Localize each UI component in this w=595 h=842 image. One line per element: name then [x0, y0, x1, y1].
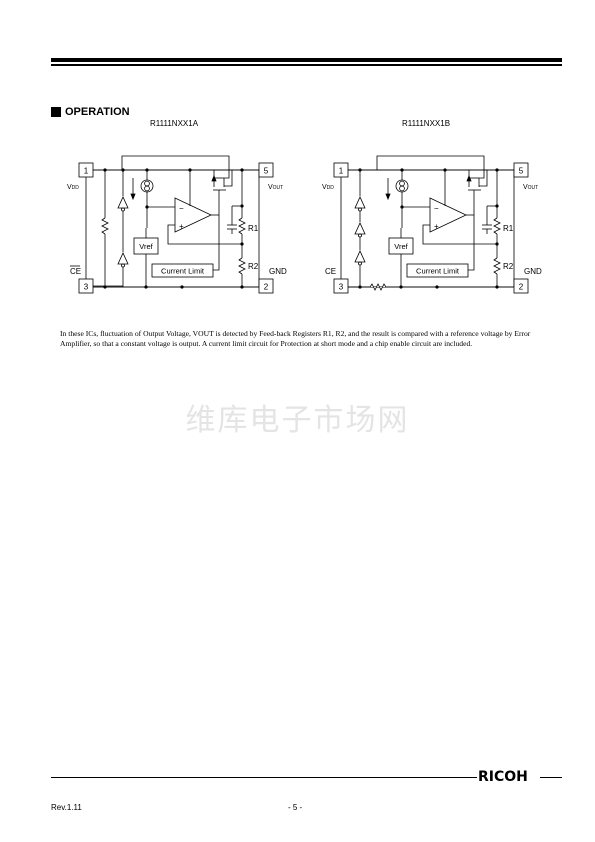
vdd-label: VDD [322, 184, 334, 191]
inverter-2 [354, 222, 366, 235]
junction-dots [358, 168, 499, 289]
pin-1-label: 1 [84, 167, 89, 176]
pin-5: 5 [513, 162, 529, 178]
down-arrow-icon [385, 193, 391, 201]
resistor-r1 [493, 217, 501, 235]
section-heading-text: OPERATION [65, 106, 130, 118]
footer-rule [51, 777, 477, 778]
vout-label: VOUT [268, 184, 283, 191]
resistor-r1 [238, 217, 246, 235]
header-rule-thin [51, 64, 562, 66]
r2-label: R2 [503, 262, 514, 271]
vref-label: Vref [394, 242, 408, 251]
junction-dots [103, 168, 244, 289]
ce-label: CE [70, 267, 81, 276]
error-amplifier [174, 197, 212, 233]
resistor-r2 [493, 257, 501, 275]
error-amplifier [429, 197, 467, 233]
ricoh-logo: RICOH [478, 769, 528, 785]
inverter-1 [117, 196, 129, 209]
pin-5: 5 [258, 162, 274, 178]
transistor-arrow-icon [466, 174, 472, 182]
current-limit-label: Current Limit [416, 267, 460, 276]
current-limit-label: Current Limit [161, 267, 205, 276]
bullet-square-icon [51, 107, 61, 117]
pin-5-label: 5 [519, 167, 524, 176]
transistor-arrow-icon [211, 174, 217, 182]
pin-3-label: 3 [339, 283, 344, 292]
pin-1: 1 [333, 162, 349, 178]
r1-label: R1 [248, 224, 259, 233]
diagram-b-title: R1111NXX1B [402, 119, 451, 128]
current-limit-box [151, 263, 214, 278]
pulldown-resistor [101, 217, 109, 235]
section-heading: OPERATION [51, 106, 130, 118]
pin-1-label: 1 [339, 167, 344, 176]
inverter-3 [354, 250, 366, 263]
amp-minus: − [179, 204, 184, 213]
diagram-a-title: R1111NXX1A [150, 119, 199, 128]
footer-rule-right [540, 777, 562, 778]
pin-3-label: 3 [84, 283, 89, 292]
inverter-1 [354, 196, 366, 209]
diagram-a: 1 5 3 2 VDD VOUT CE GND [67, 155, 287, 294]
feed-wire-top [121, 155, 230, 170]
vout-label: VOUT [523, 184, 538, 191]
revision-label: Rev.1.11 [51, 803, 82, 812]
pin-2-label: 2 [519, 283, 524, 292]
watermark: 维库电子市场网 [185, 403, 410, 438]
inverter-2 [117, 252, 129, 265]
diagram-b: 1 5 3 2 VDD VOUT CE GND [322, 155, 542, 294]
r2-label: R2 [248, 262, 259, 271]
page-number: - 5 - [288, 803, 303, 812]
pin-3: 3 [333, 278, 349, 294]
ce-pulldown-resistor [369, 283, 387, 291]
r1-label: R1 [503, 224, 514, 233]
block-diagrams: 1 5 3 2 VDD VOUT CE GND [67, 155, 542, 294]
amp-minus: − [434, 204, 439, 213]
pin-2-label: 2 [264, 283, 269, 292]
pin-5-label: 5 [264, 167, 269, 176]
pin-3: 3 [78, 278, 94, 294]
amp-plus: + [434, 222, 439, 231]
operation-description: In these ICs, fluctuation of Output Volt… [60, 329, 531, 348]
down-arrow-icon [130, 193, 136, 201]
resistor-r2 [238, 257, 246, 275]
pin-2: 2 [258, 278, 274, 294]
ce-label: CE [325, 267, 336, 276]
amp-plus: + [179, 222, 184, 231]
pin-2: 2 [513, 278, 529, 294]
pin-1: 1 [78, 162, 94, 178]
gnd-label: GND [269, 267, 287, 276]
vref-label: Vref [139, 242, 153, 251]
header-rule-thick [51, 58, 562, 62]
current-limit-box [406, 263, 469, 278]
gnd-label: GND [524, 267, 542, 276]
vdd-label: VDD [67, 184, 79, 191]
